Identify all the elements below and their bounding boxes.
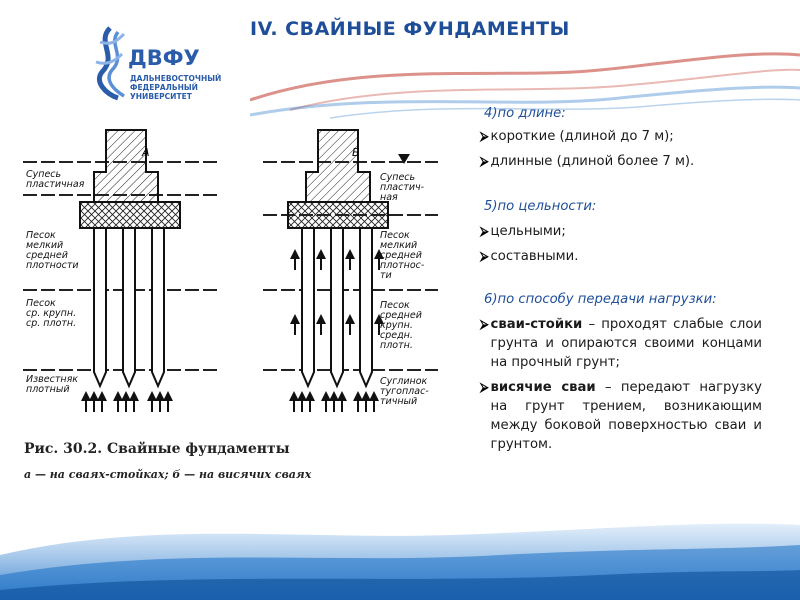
right-soil-1-line-1: Супесь bbox=[380, 172, 415, 183]
list-item-text: – проходят слабые слои грунта и опираютс… bbox=[490, 317, 762, 370]
left-soil-4-line-2: плотный bbox=[26, 384, 70, 395]
list-item-text: цельными; bbox=[490, 224, 566, 239]
logo-subtitle-line-3: УНИВЕРСИТЕТ bbox=[130, 92, 192, 101]
list-item-term: висячие сваи bbox=[490, 380, 596, 395]
diagram-a: А Супесь пластичная Песок мелкий средней… bbox=[23, 129, 218, 412]
arrow-bullet-icon: ⮚ bbox=[480, 154, 489, 168]
arrow-bullet-icon: ⮚ bbox=[480, 317, 489, 331]
logo-name: ДВФУ bbox=[128, 46, 200, 70]
left-soil-labels: Супесь пластичная Песок мелкий средней п… bbox=[26, 169, 85, 395]
right-soil-2-line-4: плотнос- bbox=[380, 260, 425, 271]
right-soil-labels: Супесь пластич- ная Песок мелкий средней… bbox=[380, 172, 429, 407]
list-item-term: сваи-стойки bbox=[490, 317, 583, 332]
arrow-bullet-icon: ⮚ bbox=[480, 224, 489, 238]
right-soil-3-line-4: средн. bbox=[380, 330, 413, 341]
right-soil-2-line-2: мелкий bbox=[380, 240, 417, 251]
left-soil-3-line-1: Песок bbox=[26, 298, 56, 309]
right-soil-1-line-2: пластич- bbox=[380, 182, 425, 193]
right-soil-3-line-1: Песок bbox=[380, 300, 410, 311]
pile-foundation-figure: А Супесь пластичная Песок мелкий средней… bbox=[23, 129, 438, 412]
right-soil-3-line-2: средней bbox=[380, 310, 422, 321]
right-soil-3-line-3: крупн. bbox=[380, 320, 413, 331]
list-item: ⮚ длинные (длиной более 7 м). bbox=[480, 152, 762, 171]
list-item-text: составными. bbox=[490, 249, 579, 264]
left-soil-3-line-3: ср. плотн. bbox=[26, 318, 76, 329]
right-soil-4-line-2: тугоплас- bbox=[380, 386, 429, 397]
right-soil-2-line-1: Песок bbox=[380, 230, 410, 241]
piles-a bbox=[93, 227, 165, 389]
label-a: А bbox=[141, 146, 150, 159]
right-soil-4-line-1: Суглинок bbox=[380, 376, 428, 387]
list-item-text: длинные (длиной более 7 м). bbox=[490, 154, 695, 169]
list-item: ⮚ составными. bbox=[480, 247, 762, 266]
left-soil-1-line-2: пластичная bbox=[26, 179, 85, 190]
list-item-text: короткие (длиной до 7 м); bbox=[490, 129, 674, 144]
list-item-text: – передают нагрузку на грунт трением, во… bbox=[490, 380, 762, 452]
list-item: ⮚ короткие (длиной до 7 м); bbox=[480, 127, 762, 146]
section-integrity-heading: 5)по цельности: bbox=[484, 199, 597, 214]
bottom-wave-decoration bbox=[0, 512, 800, 600]
right-soil-4-line-3: тичный bbox=[380, 396, 417, 407]
left-soil-2-line-1: Песок bbox=[26, 230, 56, 241]
piles-b bbox=[301, 227, 373, 389]
list-item: ⮚ висячие сваи – передают нагрузку на гр… bbox=[480, 378, 762, 454]
logo-subtitle-line-2: ФЕДЕРАЛЬНЫЙ bbox=[130, 83, 198, 92]
left-soil-2-line-4: плотности bbox=[26, 260, 79, 271]
label-b: Б bbox=[352, 146, 360, 159]
left-soil-2-line-2: мелкий bbox=[26, 240, 63, 251]
diagram-b: Б Супесь пластич- ная Песок мелкий средн… bbox=[263, 129, 438, 412]
top-wave-decoration bbox=[250, 52, 800, 119]
content-text: 4)по длине: ⮚ короткие (длиной до 7 м); … bbox=[480, 104, 762, 454]
logo-subtitle-line-1: ДАЛЬНЕВОСТОЧНЫЙ bbox=[130, 74, 222, 83]
left-soil-1-line-1: Супесь bbox=[26, 169, 61, 180]
slide-title: IV. СВАЙНЫЕ ФУНДАМЕНТЫ bbox=[250, 18, 570, 40]
figure-caption-title: Рис. 30.2. Свайные фундаменты bbox=[24, 441, 290, 457]
dvfu-logo-emblem bbox=[95, 26, 126, 101]
right-soil-3-line-5: плотн. bbox=[380, 340, 413, 351]
arrow-bullet-icon: ⮚ bbox=[480, 129, 489, 143]
right-soil-2-line-3: средней bbox=[380, 250, 422, 261]
section-load-heading: 6)по способу передачи нагрузки: bbox=[484, 292, 717, 307]
right-soil-2-line-5: ти bbox=[380, 270, 392, 281]
list-item: ⮚ сваи-стойки – проходят слабые слои гру… bbox=[480, 315, 762, 372]
list-item: ⮚ цельными; bbox=[480, 222, 762, 241]
left-soil-4-line-1: Известняк bbox=[26, 374, 78, 385]
left-soil-2-line-3: средней bbox=[26, 250, 68, 261]
section-length-heading: 4)по длине: bbox=[484, 106, 566, 121]
arrow-bullet-icon: ⮚ bbox=[480, 249, 489, 263]
left-soil-3-line-2: ср. крупн. bbox=[26, 308, 76, 319]
right-soil-1-line-3: ная bbox=[380, 192, 398, 203]
arrow-bullet-icon: ⮚ bbox=[480, 380, 489, 394]
figure-caption-legend: а — на сваях-стойках; б — на висячих сва… bbox=[24, 468, 312, 481]
